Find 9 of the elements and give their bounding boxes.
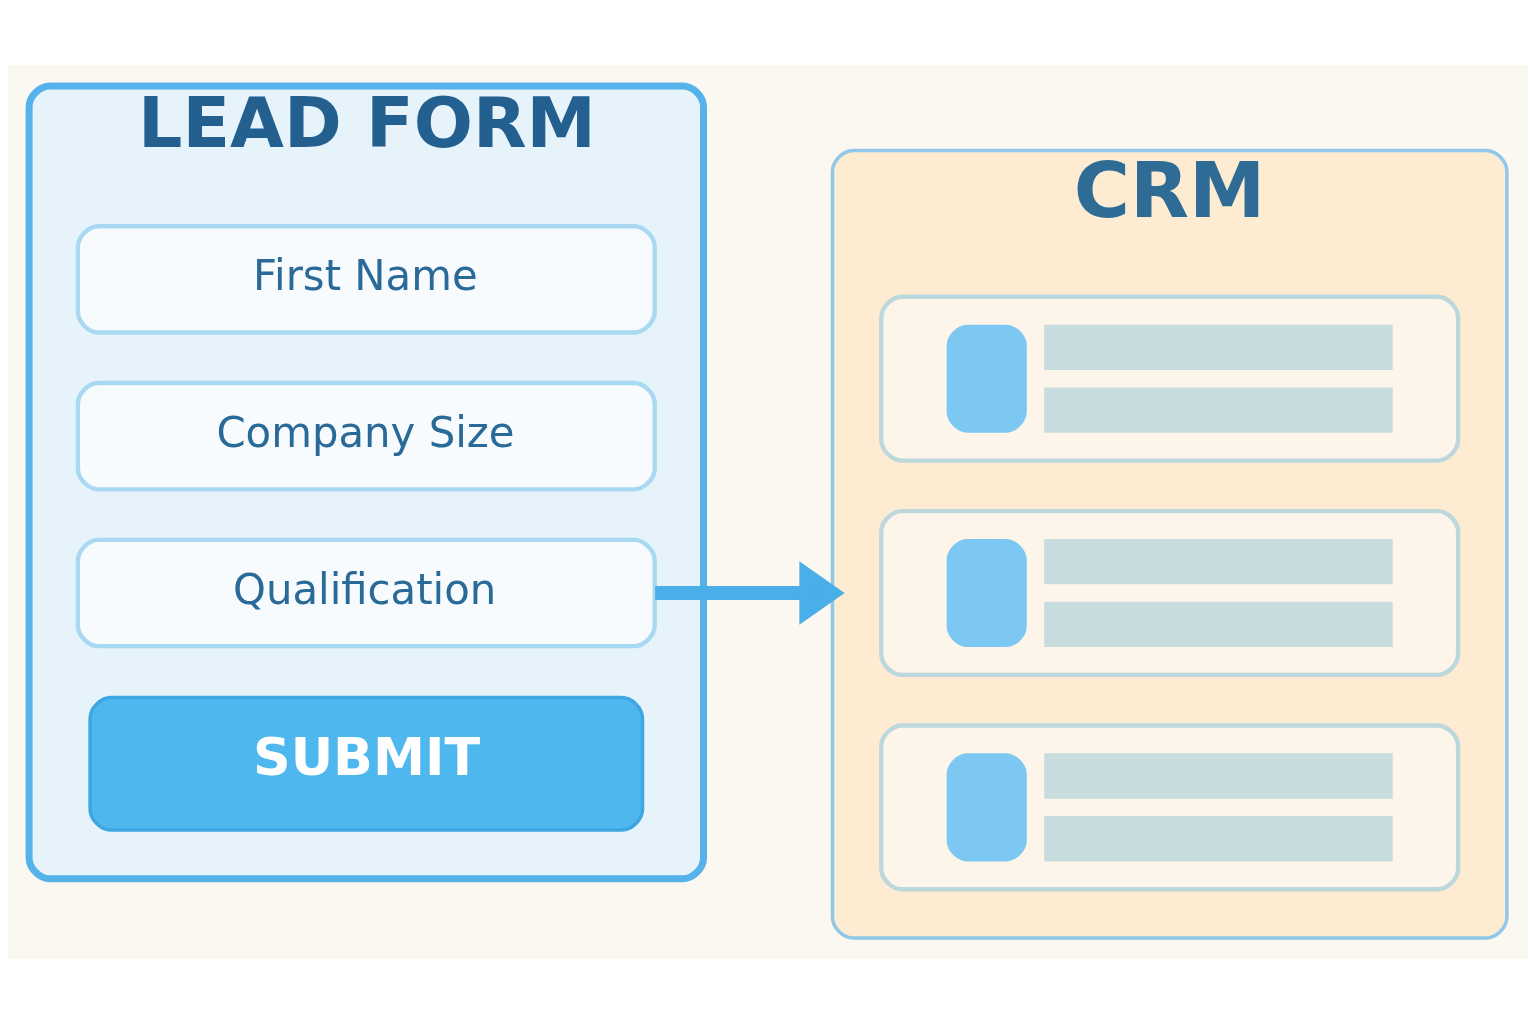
- node-box: [879, 508, 1461, 678]
- node-box: SUBMIT: [88, 695, 645, 832]
- node-box: Company Size: [75, 380, 657, 492]
- node-box: [879, 723, 1461, 892]
- node-box: [879, 294, 1461, 463]
- node-box: First Name: [75, 224, 657, 335]
- node-box: Qualification: [75, 537, 657, 649]
- arrow: [655, 561, 845, 625]
- cluster: CRM: [830, 148, 1509, 940]
